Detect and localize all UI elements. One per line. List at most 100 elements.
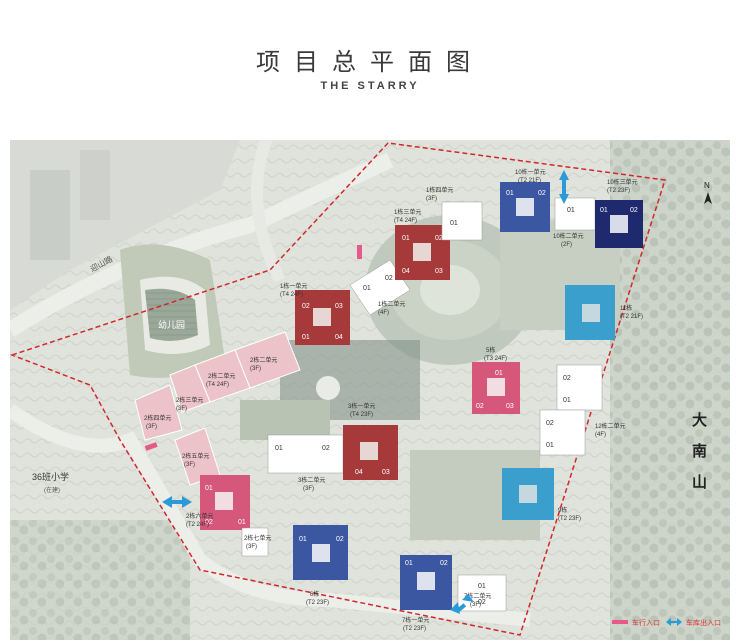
unit-label: 10栋三单元	[607, 178, 638, 186]
road-south-curve	[10, 404, 531, 627]
legend: 车行入口 车库出入口	[612, 618, 721, 627]
unit-label: (3F)	[246, 544, 257, 550]
unit-label: 2栋二单元	[208, 372, 235, 380]
unit-number: 01	[238, 519, 246, 526]
unit-number: 01	[405, 560, 413, 567]
building-6: 01 02	[293, 525, 348, 580]
unit-label: 10栋一单元	[515, 168, 546, 176]
unit-label: 2栋六单元	[186, 512, 213, 520]
building-1-tower-a: 02 03 01 04	[295, 290, 350, 345]
compass: N	[704, 181, 712, 204]
unit-number: 01	[363, 285, 371, 292]
building-west-1	[30, 170, 70, 260]
mountain-label-2: 南	[692, 442, 707, 460]
unit-label: 10栋二单元	[553, 232, 584, 240]
unit-label: (T2 23F)	[403, 626, 426, 632]
unit-number: 04	[402, 268, 410, 275]
unit-label: 6栋	[310, 590, 319, 598]
unit-label: 1栋一单元	[280, 282, 307, 290]
building-11	[565, 285, 615, 340]
compass-label: N	[704, 181, 710, 190]
unit-label: (T4 24F)	[206, 382, 229, 388]
unit-label: 5栋	[486, 346, 495, 354]
unit-number: 01	[495, 370, 503, 377]
unit-number: 01	[546, 442, 554, 449]
school-label: 36班小学	[32, 471, 69, 482]
building-9	[502, 468, 554, 520]
garage-entrance-marker	[450, 594, 474, 614]
unit-label: 11栋	[620, 304, 632, 312]
building-west-2	[80, 150, 110, 220]
unit-number: 01	[275, 445, 283, 452]
unit-label: (3F)	[184, 462, 195, 468]
legend-garage-swatch	[666, 618, 671, 626]
unit-number: 03	[435, 268, 443, 275]
unit-label: (T4 24F)	[394, 218, 417, 224]
forest-south-west	[10, 520, 190, 640]
building-7: 01 02 01 02	[400, 555, 507, 612]
page-title: 项目总平面图	[256, 48, 484, 76]
unit-number: 01	[402, 235, 410, 242]
unit-label: (3F)	[303, 486, 314, 492]
building-2-unit-7	[241, 527, 269, 557]
unit-number: 01	[567, 207, 575, 214]
unit-label: (T2 23F)	[306, 600, 329, 606]
building-1-tower-b: 01 02 04 03	[395, 225, 450, 280]
unit-number: 03	[506, 403, 514, 410]
road-east-link	[251, 140, 286, 283]
unit-number: 02	[322, 445, 330, 452]
unit-label: 2栋五单元	[182, 452, 209, 460]
unit-number: 02	[302, 303, 310, 310]
unit-label: (T2 24F)	[186, 522, 209, 528]
building-10: 01 02 01 01 02	[500, 182, 643, 248]
legend-garage-label: 车库出入口	[686, 618, 721, 627]
unit-number: 01	[563, 397, 571, 404]
unit-number: 02	[435, 235, 443, 242]
unit-number: 04	[355, 469, 363, 476]
unit-label: (3F)	[470, 602, 481, 608]
unit-label: (T3 24F)	[484, 356, 507, 362]
unit-label: (2F)	[561, 242, 572, 248]
unit-number: 02	[440, 560, 448, 567]
garage-entrance-marker	[559, 170, 569, 204]
unit-number: 02	[476, 403, 484, 410]
car-entrance-marker	[357, 245, 362, 259]
legend-car-swatch	[612, 620, 628, 624]
unit-label: 2栋七单元	[244, 534, 271, 542]
unit-label: (T2 23F)	[558, 516, 581, 522]
unit-label: (3F)	[426, 196, 437, 202]
unit-label: (3F)	[146, 424, 157, 430]
unit-number: 01	[600, 207, 608, 214]
unit-label: 1栋二单元	[378, 300, 405, 308]
unit-label: 7栋一单元	[402, 616, 429, 624]
unit-label: (4F)	[378, 310, 389, 316]
unit-label: (T2 21F)	[518, 178, 541, 184]
unit-number: 02	[336, 536, 344, 543]
unit-number: 02	[538, 190, 546, 197]
building-5: 01 02 03	[472, 362, 520, 414]
unit-label: 12栋二单元	[595, 422, 626, 430]
legend-car-label: 车行入口	[632, 618, 660, 627]
unit-label: (T4 23F)	[350, 412, 373, 418]
unit-number: 02	[563, 375, 571, 382]
building-2-chain	[134, 331, 301, 486]
unit-number: 01	[478, 583, 486, 590]
unit-label: (T4 24F)	[280, 292, 303, 298]
kindergarten-label: 幼儿园	[158, 319, 185, 330]
building-2-tower: 01 02 01	[200, 475, 250, 530]
unit-number: 02	[385, 275, 393, 282]
unit-label: (3F)	[176, 406, 187, 412]
unit-number: 02	[546, 420, 554, 427]
unit-label: (3F)	[250, 366, 261, 372]
building-3: 01 02 04 03	[267, 425, 398, 480]
site-plan-svg: 幼儿园 02 03 01 04 01 02 01 02 04 03 01	[10, 140, 730, 640]
unit-label: 2栋四单元	[144, 414, 171, 422]
car-entrance-marker	[144, 442, 158, 451]
unit-number: 01	[506, 190, 514, 197]
garage-entrance-marker	[162, 496, 192, 508]
unit-number: 03	[382, 469, 390, 476]
school-note: (在建)	[44, 486, 60, 494]
unit-label: 2栋三单元	[176, 396, 203, 404]
unit-label: 2栋二单元	[250, 356, 277, 364]
unit-number: 01	[450, 220, 458, 227]
